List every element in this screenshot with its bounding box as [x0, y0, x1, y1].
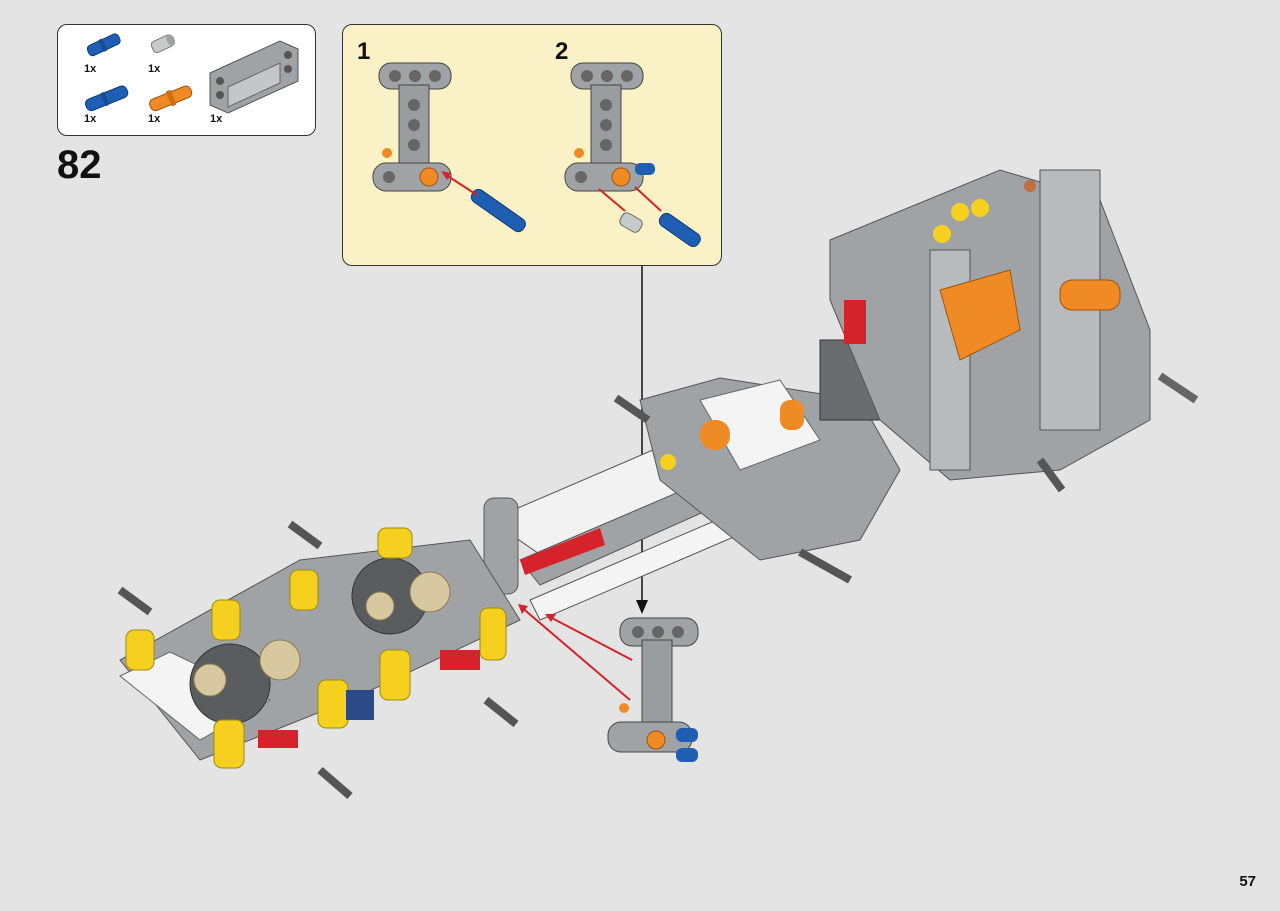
arrow-head [518, 604, 528, 614]
part-orange-axle-pin-icon [149, 85, 193, 112]
part-blue-axle-pin-short-icon [86, 33, 121, 57]
front-axle-assembly [117, 520, 521, 800]
part-qty-label: 1x [148, 113, 161, 125]
parts-list-box: 1x 1x 1x 1x 1x [57, 24, 316, 136]
assembly-arrow [598, 188, 626, 212]
assembly-arrow [519, 605, 631, 701]
substep-2-gray-bushing-icon [619, 212, 643, 233]
part-gray-h-frame-beam-icon [209, 40, 299, 114]
substep-1-h-frame-icon [372, 62, 452, 192]
step-number: 82 [57, 143, 102, 187]
substep-number: 1 [357, 38, 371, 65]
page-number: 57 [1239, 873, 1256, 890]
part-blue-axle-pin-long-icon [85, 85, 129, 112]
substep-2-h-frame-icon [564, 62, 655, 192]
part-qty-label: 1x [148, 63, 161, 75]
callout-connector-arrow [636, 600, 648, 614]
part-light-gray-bushing-icon [150, 34, 176, 54]
part-qty-label: 1x [84, 63, 97, 75]
part-qty-label: 1x [84, 113, 97, 125]
arrow-head [545, 614, 556, 622]
part-qty-label: 1x [210, 113, 223, 125]
substep-number: 2 [555, 38, 569, 65]
callout-illustrations [372, 62, 701, 247]
gearbox-assembly [613, 169, 1199, 584]
substep-2-blue-pin-icon [658, 212, 701, 247]
arrow-head [441, 171, 451, 180]
parts-illustrations [85, 33, 299, 114]
assembly-arrow [634, 186, 662, 212]
incoming-h-frame-subassembly [607, 617, 699, 762]
subassembly-callout: 1 2 [342, 24, 722, 266]
assembly-arrow [547, 615, 633, 661]
